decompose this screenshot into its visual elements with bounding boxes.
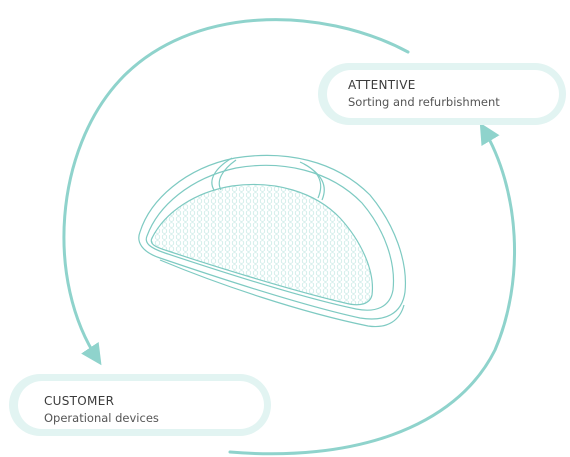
pill-attentive-inner <box>327 70 559 118</box>
arc-top-left <box>62 18 410 366</box>
stage-customer: CUSTOMER Operational devices <box>9 374 271 436</box>
arc-bottom-right <box>228 122 517 456</box>
stage-attentive-subtitle: Sorting and refurbishment <box>348 95 500 109</box>
stage-customer-title: CUSTOMER <box>44 394 114 408</box>
pill-customer-inner <box>18 381 264 429</box>
stage-attentive-title: ATTENTIVE <box>348 78 416 92</box>
stage-attentive: ATTENTIVE Sorting and refurbishment <box>318 63 566 125</box>
cycle-arrows <box>62 18 517 456</box>
stage-customer-subtitle: Operational devices <box>44 411 159 425</box>
computer-mouse-icon <box>138 154 407 328</box>
